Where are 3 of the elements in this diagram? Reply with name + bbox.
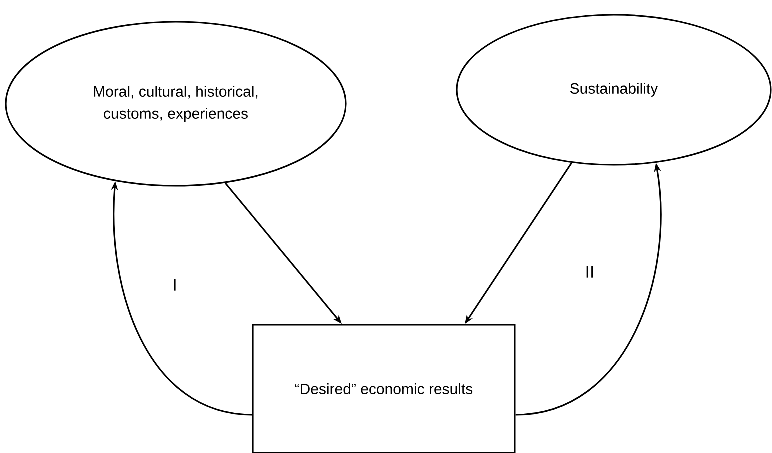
edge-label: I <box>172 278 178 292</box>
edge-label: II <box>584 265 596 279</box>
result-box: “Desired” economic results <box>252 324 516 453</box>
